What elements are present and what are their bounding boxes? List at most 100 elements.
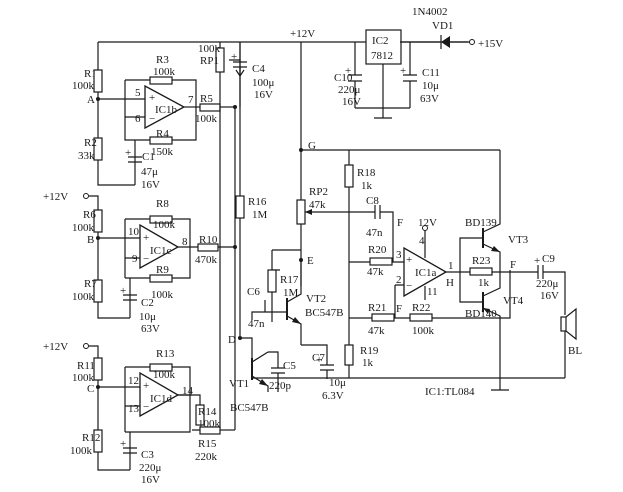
c1-voltage: 16V (141, 179, 160, 191)
vt3-label: VT3 (508, 234, 529, 246)
ic1c-label: IC1c (150, 245, 172, 257)
c9-label: C9 (542, 253, 555, 265)
node-e-label: E (307, 255, 314, 267)
r6-label: R6 (83, 209, 96, 221)
svg-text:+: + (125, 147, 131, 159)
c2-value: 10μ (139, 311, 156, 323)
r3-label: R3 (156, 54, 169, 66)
rp2-value: 47k (309, 199, 326, 211)
r17-value: 1M (283, 287, 299, 299)
v15-terminal (469, 39, 475, 45)
c4-label: C4 (252, 63, 265, 75)
svg-text:+: + (143, 232, 149, 244)
svg-text:+: + (120, 438, 126, 450)
supply-section: +12V IC2 7812 +15V 1N4002 VD1 + C10 220μ… (98, 6, 503, 119)
r4-label: R4 (156, 128, 169, 140)
svg-text:−: − (149, 113, 155, 125)
svg-text:−: − (143, 253, 149, 265)
vd1-part: 1N4002 (412, 6, 447, 18)
r5-value: 100k (195, 113, 218, 125)
svg-text:+: + (231, 51, 237, 63)
svg-text:6: 6 (135, 113, 141, 125)
c10-voltage: 16V (342, 96, 361, 108)
svg-text:−: − (406, 280, 412, 292)
ic1-note: IC1:TL084 (425, 386, 475, 398)
r3-resistor (149, 76, 173, 85)
svg-text:7: 7 (188, 94, 194, 106)
c5-value: 220p (269, 380, 292, 392)
ic2-label: IC2 (372, 35, 389, 47)
ic1a-label: IC1a (415, 267, 437, 279)
vt1-stage: R16 1M D VT1 BC547B C5 220p C6 47n (228, 42, 296, 414)
r8-value: 100k (153, 219, 176, 231)
rp1-value: 100k (198, 43, 221, 55)
ic1b-label: IC1b (155, 104, 178, 116)
v12-left1-label: +12V (43, 191, 68, 203)
r9-resistor (149, 274, 173, 283)
svg-text:+: + (400, 65, 406, 77)
ic1d-label: IC1d (150, 393, 173, 405)
vt3-part: BD139 (465, 217, 497, 229)
node-d-label: D (228, 334, 236, 346)
c10-value: 220μ (338, 84, 361, 96)
v15-label: +15V (478, 38, 503, 50)
r4-value: 150k (151, 146, 174, 158)
r1-value: 100k (72, 80, 95, 92)
c8-label: C8 (366, 195, 379, 207)
r11-value: 100k (72, 372, 95, 384)
r17-label: R17 (280, 274, 299, 286)
svg-text:+: + (316, 354, 322, 366)
vt2-stage: G RP2 47k E R17 1M VT2 BC547B + C7 10μ 6… (267, 42, 500, 402)
r21-resistor (371, 313, 395, 322)
c7-label: C7 (312, 352, 325, 364)
vd1-diode-icon (441, 36, 450, 48)
r16-label: R16 (248, 196, 267, 208)
r23-resistor (469, 267, 493, 276)
r16-resistor (235, 195, 245, 219)
svg-text:+: + (534, 255, 540, 267)
r19-resistor (344, 344, 354, 366)
r21-value: 47k (368, 325, 385, 337)
rp2-label: RP2 (309, 186, 328, 198)
r13-label: R13 (156, 348, 175, 360)
svg-text:13: 13 (128, 403, 140, 415)
r19-label: R19 (360, 345, 379, 357)
c6-label: C6 (247, 286, 260, 298)
rp2-potentiometer (296, 199, 306, 225)
c11-label: C11 (422, 67, 440, 79)
r2-label: R2 (84, 137, 97, 149)
r16-value: 1M (252, 209, 268, 221)
r7-label: R7 (84, 278, 97, 290)
ic1b-stage: R1 100k A R2 33k + − IC1b 5 6 7 R3 100k … (72, 42, 235, 191)
r18-label: R18 (357, 167, 376, 179)
c2-label: C2 (141, 297, 154, 309)
svg-text:4: 4 (419, 235, 425, 247)
c2-voltage: 63V (141, 323, 160, 335)
r21-label: R21 (368, 302, 386, 314)
vt1-part: BC547B (230, 402, 269, 414)
c11-voltage: 63V (420, 93, 439, 105)
vt2-label: VT2 (306, 293, 326, 305)
r17-resistor (267, 269, 277, 293)
r12-label: R12 (82, 432, 100, 444)
r23-label: R23 (472, 255, 491, 267)
speaker-label: BL (568, 345, 582, 357)
speaker-icon (560, 316, 567, 332)
svg-text:1: 1 (448, 260, 454, 272)
ground-bus: IC1:TL084 (252, 377, 565, 398)
svg-text:14: 14 (182, 385, 194, 397)
ic1d-stage: +12V R11 100k C R12 100k + − IC1d 12 13 … (43, 341, 235, 486)
r10-label: R10 (199, 234, 218, 246)
ic1a-opamp (403, 246, 448, 298)
c4-voltage: 16V (254, 89, 273, 101)
v12-amp-label: 12V (418, 217, 437, 229)
c9-voltage: 16V (540, 290, 559, 302)
r3-value: 100k (153, 66, 176, 78)
vt1-label: VT1 (229, 378, 249, 390)
vt4-label: VT4 (503, 295, 524, 307)
r23-value: 1k (478, 277, 490, 289)
r1-resistor (93, 69, 103, 93)
vt4-part: BD140 (465, 308, 497, 320)
node-f1-label: F (397, 217, 403, 229)
r22-label: R22 (412, 302, 430, 314)
